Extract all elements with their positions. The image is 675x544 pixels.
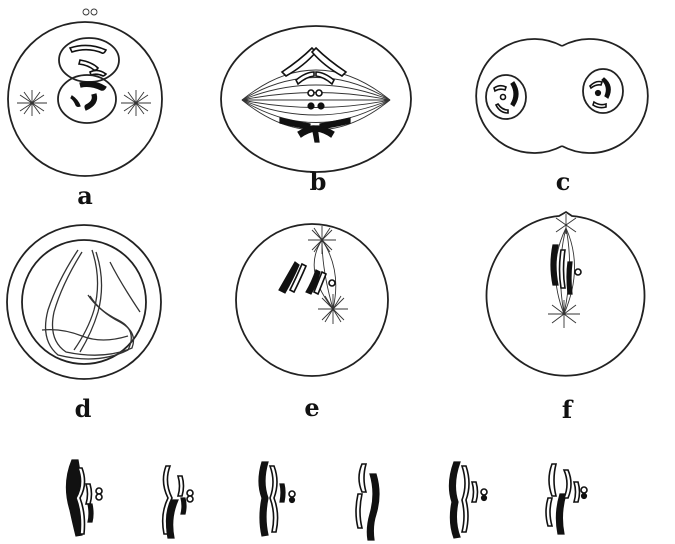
panel-f: f bbox=[487, 212, 645, 424]
chromosome-set-6 bbox=[546, 464, 587, 534]
panel-a: a bbox=[8, 9, 162, 210]
chromosome-sets-row bbox=[66, 460, 587, 540]
cell-a-right-aster bbox=[121, 90, 151, 116]
panel-c: c bbox=[476, 39, 648, 196]
label-c: c bbox=[556, 167, 571, 196]
cell-f-membrane bbox=[487, 212, 645, 376]
cell-f-upper-aster bbox=[556, 214, 576, 234]
panel-e: e bbox=[236, 224, 388, 422]
cell-e-membrane bbox=[236, 224, 388, 376]
label-e: e bbox=[304, 393, 319, 422]
chromosome-set-4 bbox=[356, 464, 379, 540]
panel-d: d bbox=[7, 225, 161, 423]
label-f: f bbox=[562, 395, 574, 424]
label-a: a bbox=[77, 181, 93, 210]
cell-f-chromosome bbox=[551, 245, 558, 285]
cell-b-spindle bbox=[242, 70, 390, 130]
chromosome-set-2 bbox=[163, 466, 193, 538]
cell-d-membrane bbox=[7, 225, 161, 379]
chromosome-set-3 bbox=[259, 462, 295, 536]
chromosome-set-5 bbox=[449, 462, 487, 538]
chromosome-set-1 bbox=[66, 460, 102, 536]
cell-d-chromatin-threads bbox=[42, 250, 140, 359]
label-d: d bbox=[75, 394, 92, 423]
cell-c-left-membrane bbox=[476, 39, 562, 153]
cell-a-centrioles bbox=[83, 9, 89, 15]
cell-a-left-aster bbox=[17, 90, 47, 116]
label-b: b bbox=[310, 167, 327, 196]
panel-b: b bbox=[221, 26, 411, 196]
